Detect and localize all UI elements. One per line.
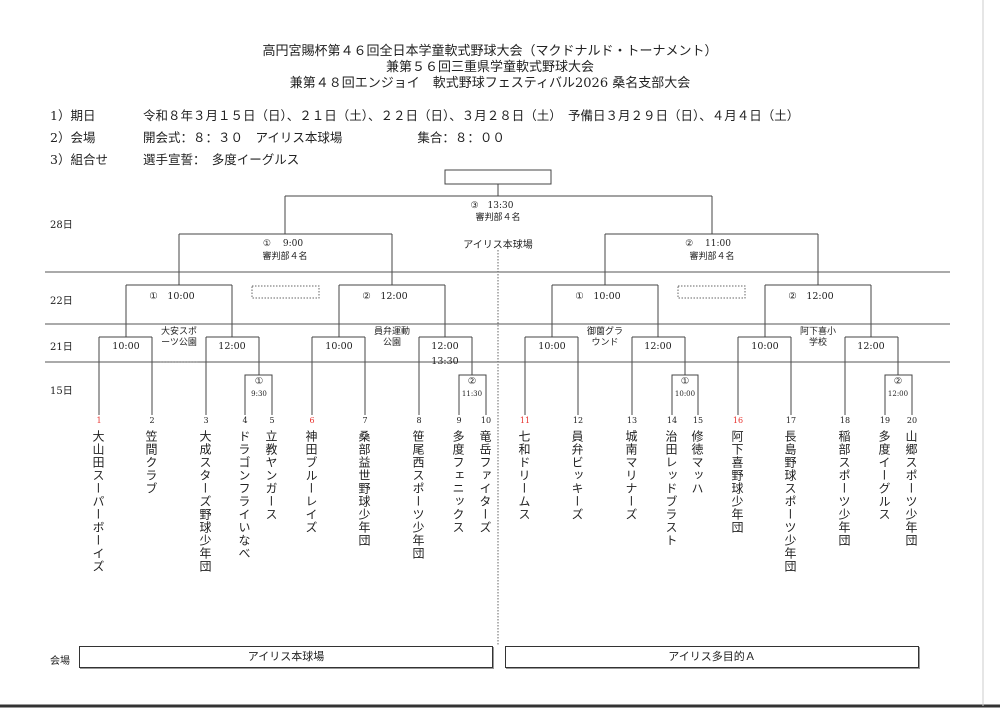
team-number: 17 [785,416,797,425]
team-number: 13 [626,416,638,425]
semi-referee: 審判部４名 [689,252,735,262]
info-label-date: 1）期日 [50,108,96,123]
quarter-time: ② 12:00 [362,291,408,302]
team-name: 多度イーグルス [877,430,891,521]
team-number: 9 [456,416,462,425]
team-name: 笹尾西スポーツ少年団 [411,430,425,560]
round16-venue: 大安スポーツ公園 [160,327,197,348]
team-name: 多度フェニックス [451,430,465,534]
team-number: 8 [416,416,422,425]
semi-time: ② 11:00 [685,239,731,249]
first-round-number: ① [680,376,690,387]
team-number: 7 [362,416,368,425]
team-name: 竜岳ファイターズ [478,430,492,534]
venue-box-left: アイリス本球場 [79,646,493,668]
champion-box [444,169,552,185]
team-number: 15 [692,416,704,425]
venue-box-right: アイリス多目的Ａ [505,646,919,668]
team-name: 立教ヤンガース [264,430,278,521]
round16-venue: 阿下喜小学校 [799,327,836,348]
footer-label: 会場 [50,656,70,667]
round16-time: 10:00 [751,341,779,352]
center-venue: アイリス本球場 [463,240,533,251]
info-value-venue: 開会式：８：３０ アイリス本球場 集合：８：００ [143,130,505,145]
day-label: 15日 [50,386,73,397]
team-name: 稲部スポーツ少年団 [837,430,851,547]
first-round-time: 11:30 [461,390,483,398]
team-name: 員弁ビッキーズ [570,430,584,521]
quarter-time: ② 12:00 [788,291,834,302]
team-name: 七和ドリームス [517,430,531,521]
first-round-number: ② [467,376,477,387]
team-number: 11 [519,416,531,425]
title-line-1: 高円宮賜杯第４６回全日本学童軟式野球大会（マクドナルド・トーナメント） [262,44,718,59]
semi-time: ① 9:00 [262,239,304,249]
first-round-time: 12:00 [887,390,909,398]
team-number: 5 [269,416,275,425]
semi-referee: 審判部４名 [262,252,308,262]
team-name: 神田ブルーレイズ [304,430,318,534]
title-line-3: 兼第４８回エンジョイ 軟式野球フェスティバル2026 桑名支部大会 [289,76,691,91]
team-number: 20 [906,416,918,425]
first-round-time: 9:30 [251,390,267,398]
team-name: 修徳マッハ [690,430,704,495]
team-number: 1 [96,416,102,425]
first-round-time: 10:00 [674,390,696,398]
info-value-pairing: 選手宣誓： 多度イーグルス [143,152,300,167]
info-label-pairing: 3）組合せ [50,152,108,167]
round16-venue: 御薗グラウンド [586,327,623,348]
round16-time: 12:00 [644,341,672,352]
team-number: 19 [879,416,891,425]
team-number: 2 [149,416,155,425]
title-line-2: 兼第５６回三重県学童軟式野球大会 [385,60,594,75]
team-name: 大成スターズ野球少年団 [198,430,212,573]
day-label: 28日 [50,220,73,231]
info-value-date: 令和８年３月１５日（日）、２１日（土）、２２日（日）、３月２８日（土） 予備日３… [143,108,800,123]
team-number: 10 [480,416,492,425]
team-name: ドラゴンフライいなべ [237,430,251,560]
day-label: 21日 [50,342,73,353]
round16-time: 10:00 [538,341,566,352]
round16-time: 12:00 13:30 [431,341,459,367]
round16-time: 10:00 [325,341,353,352]
team-name: 阿下喜野球少年団 [730,430,744,534]
quarter-time: ① 10:00 [575,291,621,302]
team-number: 18 [839,416,851,425]
day-label: 22日 [50,296,73,307]
team-number: 12 [572,416,584,425]
team-number: 14 [666,416,678,425]
team-number: 3 [203,416,209,425]
final-referee: 審判部４名 [475,213,521,223]
quarter-time: ① 10:00 [149,291,195,302]
team-name: 笠間クラブ [144,430,158,495]
team-number: 6 [309,416,315,425]
round16-time: 12:00 [857,341,885,352]
round16-venue: 員弁運動公園 [373,327,410,348]
team-name: 治田レッドブラスト [664,430,678,547]
team-name: 桑部益世野球少年団 [357,430,371,547]
team-name: 山郷スポーツ少年団 [904,430,918,547]
info-label-venue: 2）会場 [50,130,96,145]
first-round-number: ① [254,376,264,387]
team-number: 16 [732,416,744,425]
final-time: ③ 13:30 [470,201,514,211]
blank-box [251,285,320,299]
first-round-number: ② [893,376,903,387]
team-name: 城南マリナーズ [624,430,638,521]
team-name: 長島野球スポーツ少年団 [783,430,797,573]
team-name: 大山田スーパーボーイズ [91,430,105,573]
round16-time: 10:00 [112,341,140,352]
blank-box [677,285,746,299]
round16-time: 12:00 [218,341,246,352]
team-number: 4 [242,416,248,425]
